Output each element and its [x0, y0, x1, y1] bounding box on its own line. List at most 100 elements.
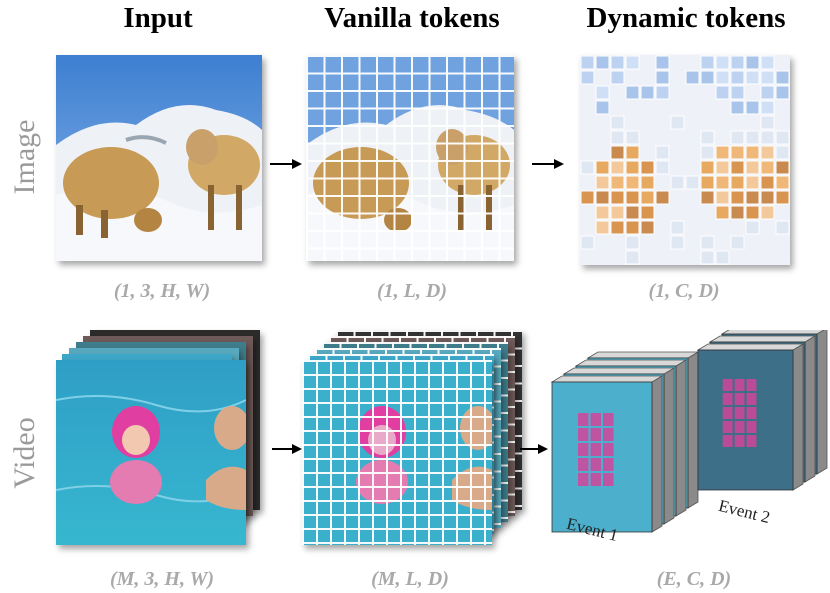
dynamic-token — [734, 421, 745, 433]
dynamic-token — [610, 175, 625, 190]
dim-video-vanilla: (M, L, D) — [371, 568, 449, 590]
dynamic-token — [745, 130, 760, 145]
image-vanilla-tokens — [306, 55, 514, 261]
dynamic-token — [722, 393, 733, 405]
dynamic-token — [590, 428, 601, 441]
dynamic-token — [578, 443, 589, 456]
dynamic-token — [625, 85, 640, 100]
dynamic-token — [578, 473, 589, 486]
dynamic-token — [610, 55, 625, 70]
dynamic-token — [775, 145, 790, 160]
dynamic-token — [625, 130, 640, 145]
dynamic-token — [760, 70, 775, 85]
dynamic-token — [625, 190, 640, 205]
event-frame — [696, 343, 805, 491]
dynamic-token — [745, 145, 760, 160]
dynamic-token — [730, 55, 745, 70]
dynamic-token — [610, 115, 625, 130]
dynamic-token — [625, 55, 640, 70]
dynamic-token — [685, 175, 700, 190]
dynamic-token — [610, 160, 625, 175]
column-title-input: Input — [123, 2, 193, 34]
dynamic-token — [745, 175, 760, 190]
dynamic-token — [745, 160, 760, 175]
dynamic-token — [730, 70, 745, 85]
dynamic-token — [760, 85, 775, 100]
dynamic-token — [745, 70, 760, 85]
dynamic-token — [734, 435, 745, 447]
dynamic-token — [603, 473, 614, 486]
dynamic-token — [730, 190, 745, 205]
dynamic-token — [580, 70, 595, 85]
dynamic-token — [760, 55, 775, 70]
dynamic-token — [745, 100, 760, 115]
dynamic-token — [590, 443, 601, 456]
dynamic-token — [625, 220, 640, 235]
dynamic-token — [670, 175, 685, 190]
dynamic-token — [722, 407, 733, 419]
dynamic-token — [640, 205, 655, 220]
dynamic-token — [595, 220, 610, 235]
column-title-dynamic-tokens: Dynamic tokens — [586, 2, 786, 34]
dim-image-vanilla: (1, L, D) — [377, 280, 447, 302]
dynamic-token — [595, 205, 610, 220]
video-frame-front — [302, 360, 492, 545]
dynamic-token — [670, 115, 685, 130]
dynamic-token — [625, 250, 640, 265]
arrow-right-icon — [272, 444, 302, 454]
dynamic-token — [595, 85, 610, 100]
dynamic-token — [760, 160, 775, 175]
arrow-right-icon — [270, 159, 302, 169]
dim-image-input: (1, 3, H, W) — [113, 280, 211, 302]
event-2-stack — [696, 330, 828, 491]
video-dynamic-events — [550, 330, 828, 533]
dynamic-token — [730, 160, 745, 175]
dynamic-token — [625, 145, 640, 160]
dynamic-token — [640, 160, 655, 175]
dynamic-token — [715, 55, 730, 70]
dynamic-token — [746, 379, 757, 391]
arrow-right-icon — [520, 444, 548, 454]
dynamic-token — [722, 435, 733, 447]
dynamic-token — [746, 421, 757, 433]
dynamic-token — [745, 55, 760, 70]
dynamic-token — [746, 435, 757, 447]
dynamic-token — [685, 70, 700, 85]
dynamic-token — [580, 235, 595, 250]
dynamic-token — [775, 70, 790, 85]
token-grid — [306, 55, 514, 261]
dynamic-token — [775, 175, 790, 190]
dynamic-token — [700, 235, 715, 250]
dynamic-token — [700, 55, 715, 70]
dynamic-token — [700, 160, 715, 175]
dynamic-token — [603, 413, 614, 426]
dynamic-token — [734, 379, 745, 391]
token-grid — [302, 360, 492, 545]
dynamic-token — [734, 393, 745, 405]
dynamic-token — [775, 85, 790, 100]
dynamic-token — [760, 175, 775, 190]
dynamic-token — [610, 145, 625, 160]
dynamic-token — [745, 205, 760, 220]
video-input-stack — [56, 330, 276, 560]
dynamic-token — [760, 115, 775, 130]
dynamic-token — [730, 130, 745, 145]
dynamic-token — [746, 407, 757, 419]
dynamic-token — [775, 130, 790, 145]
column-title-vanilla-tokens: Vanilla tokens — [324, 2, 500, 34]
dynamic-token — [610, 220, 625, 235]
dynamic-token — [700, 250, 715, 265]
dynamic-token — [590, 458, 601, 471]
dynamic-token — [610, 205, 625, 220]
dynamic-token — [700, 190, 715, 205]
sheep-scene — [56, 55, 262, 261]
dynamic-token — [775, 220, 790, 235]
dynamic-token — [655, 70, 670, 85]
dynamic-token — [730, 145, 745, 160]
dynamic-token — [734, 407, 745, 419]
dynamic-token — [603, 458, 614, 471]
dynamic-token — [640, 190, 655, 205]
arrow-right-icon — [532, 159, 564, 169]
dynamic-token — [655, 190, 670, 205]
dynamic-token — [603, 428, 614, 441]
